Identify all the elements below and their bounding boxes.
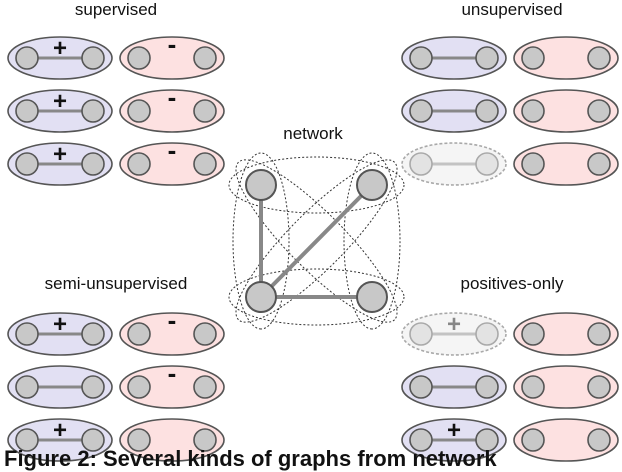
unsupervised-row-2-right-pair [513,89,619,133]
unsupervised-row-3-left-pair [401,142,507,186]
sign-plus: + [447,417,461,444]
sign-minus: - [168,29,177,59]
sign-minus: - [168,135,177,165]
label-unsupervised: unsupervised [461,0,562,19]
panel-positives-only: ++ [401,311,619,462]
semi-unsupervised-row-1-left-pair: + [7,311,113,356]
sign-minus: - [168,305,177,335]
positives-only-row-1-left-pair: + [401,311,507,356]
panels: +-+-+-+--+++ [7,29,619,462]
positives-only-row-3-right-pair [513,418,619,462]
positives-only-row-3-left-pair: + [401,417,507,462]
semi-unsupervised-row-3-right-pair [119,418,225,462]
label-positives-only: positives-only [461,274,564,293]
network-edge [259,183,374,299]
semi-unsupervised-row-2-left-pair [7,365,113,409]
figure-caption: Figure 2: Several kinds of graphs from n… [4,446,497,471]
positives-only-row-1-right-pair [513,312,619,356]
positives-only-row-2-right-pair [513,365,619,409]
sign-plus: + [53,88,67,115]
supervised-row-2-right-pair: - [119,82,225,133]
label-supervised: supervised [75,0,157,19]
sign-plus: + [53,417,67,444]
unsupervised-row-2-left-pair [401,89,507,133]
supervised-row-1-left-pair: + [7,35,113,80]
supervised-row-1-right-pair: - [119,29,225,80]
pair-ellipse-bd [343,152,401,330]
unsupervised-row-3-right-pair [513,142,619,186]
positives-only-row-2-left-pair [401,365,507,409]
unsupervised-row-1-left-pair [401,36,507,80]
network-node [245,281,277,313]
sign-plus: + [53,311,67,338]
unsupervised-row-1-right-pair [513,36,619,80]
semi-unsupervised-row-2-right-pair: - [119,358,225,409]
sign-minus: - [168,358,177,388]
panel-supervised: + - + - + - [7,29,225,186]
label-network: network [283,124,343,143]
network-graph [228,152,405,330]
pair-ellipse-ab [228,156,405,214]
pair-ellipse-cd [228,268,405,326]
supervised-row-3-right-pair: - [119,135,225,186]
semi-unsupervised-row-3-left-pair: + [7,417,113,462]
panel-unsupervised [401,36,619,186]
network-node [356,169,388,201]
sign-plus: + [447,311,461,338]
network-node [356,281,388,313]
label-semi-unsupervised: semi-unsupervised [45,274,188,293]
panel-semi-unsupervised: + - - + [7,305,225,462]
network-node [245,169,277,201]
sign-plus: + [53,35,67,62]
sign-plus: + [53,141,67,168]
semi-unsupervised-row-1-right-pair: - [119,305,225,356]
pair-ellipse-ac [232,152,290,330]
supervised-row-3-left-pair: + [7,141,113,186]
sign-minus: - [168,82,177,112]
supervised-row-2-left-pair: + [7,88,113,133]
